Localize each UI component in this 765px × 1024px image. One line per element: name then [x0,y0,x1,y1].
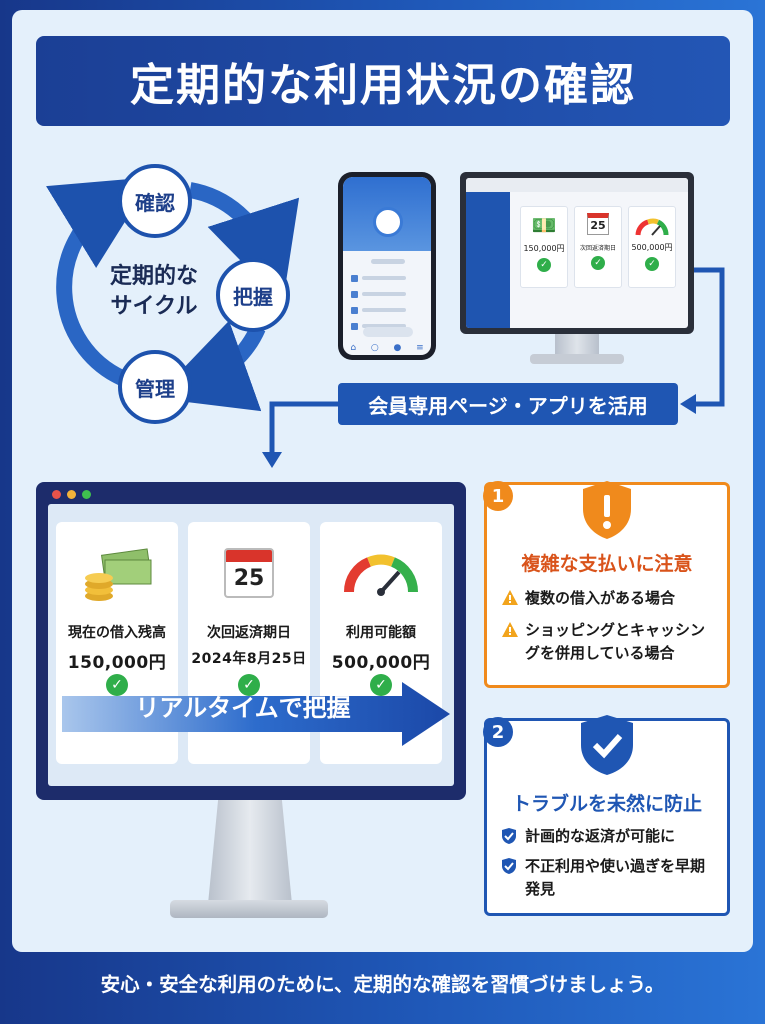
warning-item: 複数の借入がある場合 [501,587,719,610]
shield-check-small-icon [501,827,517,852]
check-icon: ✓ [537,258,551,272]
home-icon: ⌂ [350,343,357,353]
prevention-item: 不正利用や使い過ぎを早期発見 [501,855,719,901]
monitor-base [170,900,328,918]
mini-card-due: 25 次回返済期日 ✓ [574,206,622,288]
prevention-box: 2 トラブルを未然に防止 計画的な返済が可能に 不正利用や使い過ぎを早期発見 [483,715,730,916]
window-controls [52,490,91,499]
monitor-base [530,354,624,364]
monitor-stand [555,334,599,356]
footer-message: 安心・安全な利用のために、定期的な確認を習慣づけましょう。 [100,973,665,996]
warning-item: ショッピングとキャッシングを併用している場合 [501,619,719,665]
mini-card-limit: 500,000円 ✓ [628,206,676,288]
balance-value: 150,000円 [67,653,167,673]
cycle-node-manage: 管理 [118,350,192,424]
shield-check-icon [581,715,633,775]
smartphone-illustration: ⌂ ○ ● ≡ [338,172,436,360]
realtime-arrow [62,682,450,746]
check-icon: ✓ [106,674,128,696]
member-page-app-label: 会員専用ページ・アプリを活用 [338,383,678,425]
desktop-monitor-illustration: 💵 150,000円 ✓ 25 次回返済期日 ✓ 500,000円 ✓ [460,172,694,334]
check-icon: ✓ [591,256,605,270]
money-icon [85,548,152,601]
cycle-arrows [45,176,300,412]
warning-box-title: 複雑な支払いに注意 [521,553,693,575]
mini-card-balance: 💵 150,000円 ✓ [520,206,568,288]
calendar-icon: 25 [224,548,274,598]
page-title: 定期的な利用状況の確認 [36,36,730,126]
balance-label: 現在の借入残高 [68,625,166,641]
cycle-center-label: 定期的な サイクル [92,262,216,322]
cycle-center-line2: サイクル [110,294,198,319]
menu-icon: ≡ [416,343,424,353]
phone-nav-bar: ⌂ ○ ● ≡ [343,341,431,355]
step-number-1: 1 [483,481,513,511]
money-icon: 💵 [531,213,557,237]
cycle-center-line1: 定期的な [109,264,198,289]
dashboard-monitor: 現在の借入残高 150,000円 ✓ 25 次回返済期日 2024年8月25日 … [36,482,466,800]
cycle-node-confirm: 確認 [118,164,192,238]
avatar-icon [373,207,403,237]
monitor-stand [208,800,292,904]
due-date-label: 次回返済期日 [207,625,291,641]
prevention-item: 計画的な返済が可能に [501,825,719,848]
search-icon: ○ [370,343,379,353]
cycle-node-grasp: 把握 [216,258,290,332]
warning-triangle-icon [501,589,519,613]
prevention-box-title: トラブルを未然に防止 [511,793,702,815]
calendar-icon: 25 [587,213,609,235]
realtime-label: リアルタイムで把握 [135,694,351,722]
check-icon: ✓ [645,257,659,271]
gauge-icon [635,218,669,236]
shield-check-small-icon [501,857,517,882]
available-limit-value: 500,000円 [331,653,431,673]
gauge-icon [343,554,419,596]
due-date-value: 2024年8月25日 [191,651,307,667]
check-icon: ✓ [370,674,392,696]
available-limit-label: 利用可能額 [346,625,416,641]
profile-icon: ● [393,343,402,353]
shield-warning-icon [583,481,631,539]
step-number-2: 2 [483,717,513,747]
warning-triangle-icon [501,621,519,645]
check-icon: ✓ [238,674,260,696]
warning-box: 1 複雑な支払いに注意 複数の借入がある場合 ショッピングとキャッシングを併用し… [483,481,730,688]
